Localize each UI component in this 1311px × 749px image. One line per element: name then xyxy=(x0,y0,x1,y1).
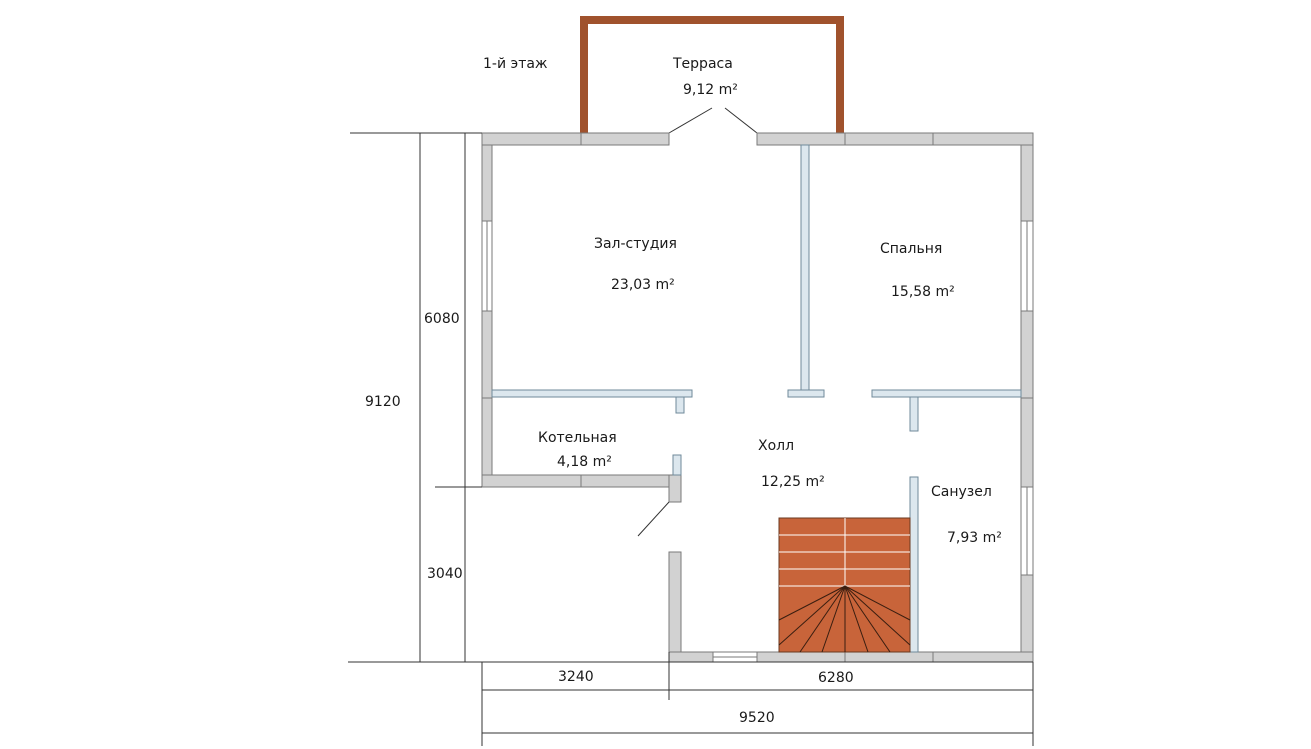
wall-left-lower xyxy=(481,310,493,488)
wall-right-c xyxy=(1020,574,1034,663)
wall-right-a xyxy=(1020,144,1034,222)
wall-boiler-right xyxy=(672,454,682,476)
wall-studio-bottom xyxy=(491,389,693,398)
dim-bottom-total: 9520 xyxy=(739,710,775,726)
wall-bottom-b xyxy=(756,651,1034,663)
wall-top-left xyxy=(481,132,670,146)
wall-boiler-corner xyxy=(668,474,682,503)
terrace: Терраса 9,12 m² xyxy=(580,16,844,133)
hall-name: Холл xyxy=(758,438,794,454)
dim-left-upper: 6080 xyxy=(424,311,460,327)
dim-bottom-right: 6280 xyxy=(818,670,854,686)
terrace-area: 9,12 m² xyxy=(683,82,738,98)
bedroom-area: 15,58 m² xyxy=(891,284,955,300)
entrance-door-swing xyxy=(637,501,670,537)
interior-walls xyxy=(491,144,1022,653)
hall-area: 12,25 m² xyxy=(761,474,825,490)
terrace-name: Терраса xyxy=(672,56,733,72)
terrace-door-right xyxy=(724,107,758,134)
floor-label: 1-й этаж xyxy=(483,56,548,72)
wall-bedroom-bottom xyxy=(871,389,1022,398)
wall-right-b xyxy=(1020,310,1034,488)
bathroom-name: Санузел xyxy=(931,484,992,500)
bathroom-area: 7,93 m² xyxy=(947,530,1002,546)
staircase xyxy=(778,517,911,653)
wall-bathroom-left xyxy=(909,476,919,653)
wall-hall-left-lower xyxy=(668,551,682,653)
dim-left-lower: 3040 xyxy=(427,566,463,582)
wall-bottom-a xyxy=(668,651,714,663)
boiler-area: 4,18 m² xyxy=(557,454,612,470)
terrace-door-left xyxy=(668,107,713,134)
bedroom-name: Спальня xyxy=(880,241,942,257)
dim-left-total: 9120 xyxy=(365,394,401,410)
wall-studio-bedroom xyxy=(800,144,810,391)
hall-studio-area: 23,03 m² xyxy=(611,277,675,293)
hall-studio-name: Зал-студия xyxy=(594,236,677,252)
wall-top-right xyxy=(756,132,1034,146)
boiler-name: Котельная xyxy=(538,430,617,446)
dim-bottom-left: 3240 xyxy=(558,669,594,685)
dimension-lines xyxy=(348,132,1034,746)
terrace-frame xyxy=(580,16,844,133)
wall-boiler-bottom xyxy=(481,474,670,488)
wall-left-upper-a xyxy=(481,144,493,222)
exterior-walls xyxy=(481,132,1034,663)
